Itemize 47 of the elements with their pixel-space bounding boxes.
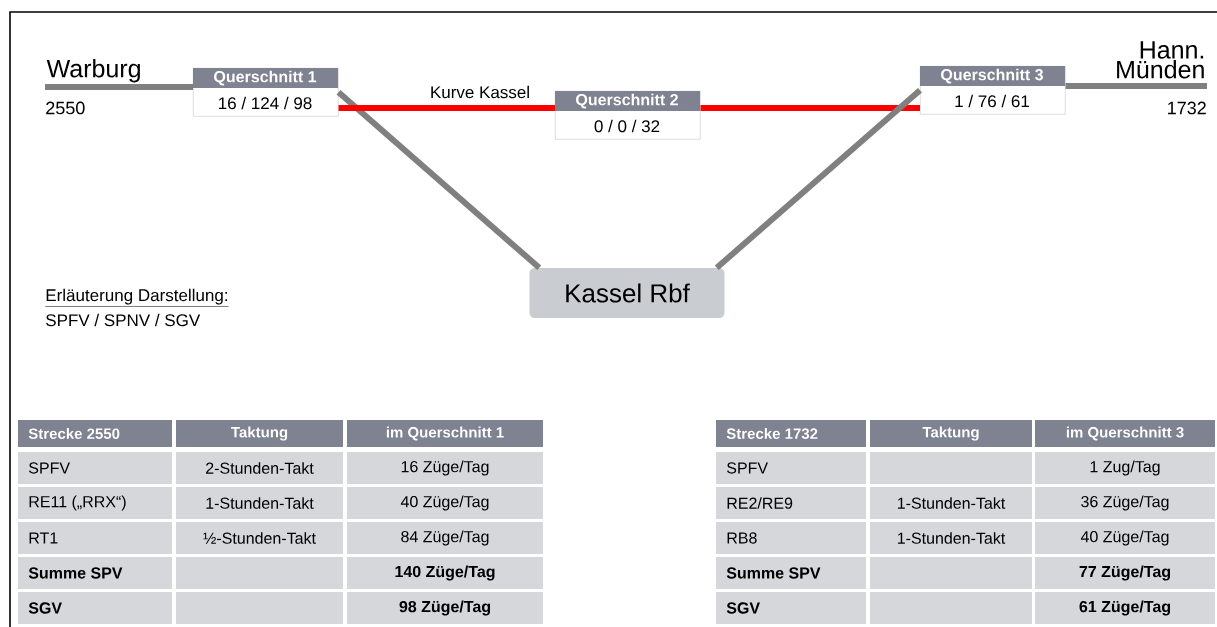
track-line xyxy=(45,84,193,90)
table-cell: 77 Züge/Tag xyxy=(1035,557,1215,589)
table-cell: 1-Stunden-Takt xyxy=(870,522,1032,554)
table-cell: RB8 xyxy=(716,522,866,554)
table-cell: 16 Züge/Tag xyxy=(347,452,543,484)
table-cell: SGV xyxy=(716,592,866,624)
table-header-cell: im Querschnitt 3 xyxy=(1035,420,1215,447)
table-cell: 1-Stunden-Takt xyxy=(176,487,343,519)
table-header-cell: Strecke 2550 xyxy=(18,420,172,447)
cross-section-box: Querschnitt 1 16 / 124 / 98 xyxy=(193,68,339,117)
table-header-cell: Taktung xyxy=(870,420,1032,447)
line-number: 2550 xyxy=(46,101,85,115)
table-cell: SGV xyxy=(18,592,172,624)
track-line xyxy=(714,88,922,270)
table-cell: SPFV xyxy=(18,452,172,484)
table-cell: RT1 xyxy=(18,522,172,554)
table-header-cell: im Querschnitt 1 xyxy=(347,420,543,447)
track-line xyxy=(336,90,542,270)
table-cell: 140 Züge/Tag xyxy=(347,557,543,589)
note-heading: Erläuterung Darstellung: xyxy=(45,288,229,307)
table-cell: Summe SPV xyxy=(716,557,866,589)
edge-label: Kurve Kassel xyxy=(431,85,529,99)
line-number: 1732 xyxy=(1168,101,1206,115)
table-header-cell: Taktung xyxy=(176,420,343,447)
table-cell: Summe SPV xyxy=(18,557,172,589)
table-cell: 1 Zug/Tag xyxy=(1035,452,1215,484)
cross-section-box: Querschnitt 2 0 / 0 / 32 xyxy=(555,91,701,140)
table-cell: 2-Stunden-Takt xyxy=(176,452,343,484)
table-cell: 36 Züge/Tag xyxy=(1035,487,1215,519)
place-name: Warburg xyxy=(46,59,140,83)
table-cell: 61 Züge/Tag xyxy=(1035,592,1215,624)
place-name: Hann. Münden xyxy=(1117,41,1204,79)
cross-section-box: Querschnitt 3 1 / 76 / 61 xyxy=(920,66,1066,115)
table-cell: 84 Züge/Tag xyxy=(347,522,543,554)
table-cell: RE2/RE9 xyxy=(716,487,866,519)
table-cell: 40 Züge/Tag xyxy=(1035,522,1215,554)
table-cell: 98 Züge/Tag xyxy=(347,592,543,624)
station-box: Kassel Rbf xyxy=(529,268,725,318)
note-text: SPFV / SPNV / SGV xyxy=(46,313,201,327)
table-header-cell: Strecke 1732 xyxy=(716,420,866,447)
table-cell: RE11 („RRX“) xyxy=(18,487,172,519)
track-line xyxy=(700,105,920,111)
table-cell: SPFV xyxy=(716,452,866,484)
table-cell: 1-Stunden-Takt xyxy=(870,487,1032,519)
table-cell: 40 Züge/Tag xyxy=(347,487,543,519)
table-cell: ½-Stunden-Takt xyxy=(176,522,343,554)
track-line xyxy=(1065,83,1207,89)
